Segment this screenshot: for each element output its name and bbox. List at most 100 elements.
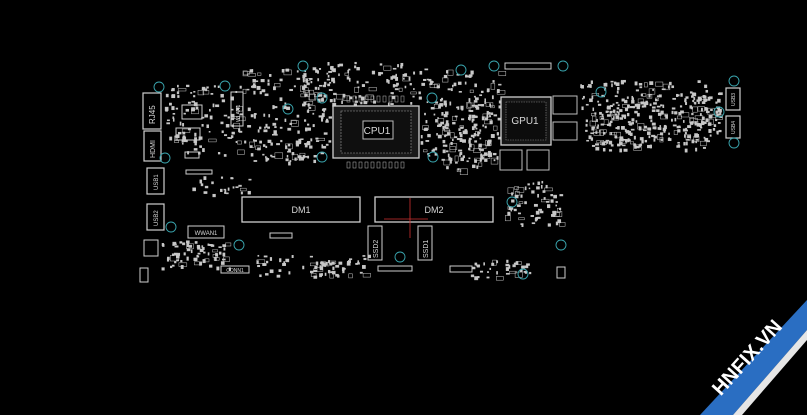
smd-part bbox=[454, 136, 458, 139]
smd-part bbox=[676, 94, 680, 97]
smd-part bbox=[458, 128, 461, 131]
smd-part bbox=[420, 135, 423, 139]
hdmi-connector[interactable]: HDMI bbox=[143, 130, 162, 162]
smd-part bbox=[192, 187, 196, 192]
smd-part bbox=[479, 129, 482, 132]
wlan-slot[interactable]: WLAN1 bbox=[230, 91, 244, 127]
smd-part bbox=[489, 120, 493, 125]
smd-part bbox=[329, 82, 332, 84]
smd-part bbox=[447, 153, 450, 157]
smd-part bbox=[540, 184, 543, 189]
smd-part bbox=[427, 133, 431, 138]
small-connector[interactable] bbox=[139, 267, 149, 283]
smd-part bbox=[469, 144, 475, 151]
smd-part bbox=[348, 68, 351, 71]
smd-part bbox=[478, 143, 482, 148]
smd-part bbox=[169, 102, 172, 106]
smd-part bbox=[652, 126, 657, 130]
smd-part bbox=[327, 83, 331, 87]
smd-part bbox=[354, 86, 359, 93]
smd-part bbox=[176, 259, 180, 262]
smd-part bbox=[659, 125, 662, 128]
smd-part bbox=[685, 102, 688, 105]
smd-part bbox=[544, 187, 553, 192]
smd-part bbox=[211, 181, 214, 185]
smd-part bbox=[470, 134, 474, 137]
smd-part bbox=[249, 145, 253, 148]
smd-part bbox=[348, 77, 351, 82]
smd-part bbox=[486, 90, 490, 93]
smd-part bbox=[470, 70, 474, 75]
wwan-slot[interactable]: WWAN1 bbox=[187, 225, 225, 239]
smd-part bbox=[444, 128, 450, 132]
smd-part bbox=[643, 125, 648, 129]
smd-part bbox=[326, 118, 329, 122]
smd-part bbox=[487, 154, 490, 158]
smd-part bbox=[705, 89, 709, 93]
smd-part bbox=[279, 258, 282, 263]
smd-part bbox=[220, 261, 225, 265]
smd-part bbox=[220, 188, 223, 192]
smd-part bbox=[288, 271, 291, 275]
dimm-slot-2[interactable]: DM2 bbox=[374, 196, 494, 223]
smd-part bbox=[622, 104, 630, 108]
smd-part bbox=[267, 139, 272, 143]
smd-part bbox=[224, 134, 228, 137]
smd-part bbox=[306, 82, 310, 86]
smd-part bbox=[356, 80, 359, 84]
smd-part bbox=[477, 104, 482, 107]
smd-part bbox=[557, 219, 562, 224]
cpu-package[interactable]: CPU1 bbox=[332, 105, 420, 159]
smd-part bbox=[267, 82, 270, 86]
smd-part bbox=[667, 138, 672, 141]
usb-left-1[interactable]: USB1 bbox=[146, 167, 165, 195]
smd-part bbox=[490, 83, 496, 90]
smd-part bbox=[519, 269, 523, 272]
smd-part bbox=[485, 102, 494, 107]
ssd1-slot[interactable]: SSD1 bbox=[417, 225, 433, 261]
smd-part bbox=[664, 114, 667, 117]
mount-hole bbox=[557, 60, 569, 72]
smd-part bbox=[429, 84, 438, 88]
smd-part bbox=[223, 188, 227, 191]
ssd2-slot[interactable]: SSD2 bbox=[367, 225, 383, 261]
smd-part bbox=[693, 97, 696, 101]
smd-part bbox=[170, 265, 173, 269]
dimm-slot-1[interactable]: DM1 bbox=[241, 196, 361, 223]
smd-part bbox=[622, 114, 627, 118]
mount-hole bbox=[555, 239, 567, 251]
smd-part bbox=[321, 108, 324, 111]
audio-jack[interactable] bbox=[143, 239, 159, 257]
usb-right-1[interactable]: USB3 bbox=[725, 87, 741, 111]
smd-part bbox=[313, 275, 318, 279]
smd-part bbox=[305, 78, 309, 83]
smd-part bbox=[691, 139, 695, 144]
smd-part bbox=[310, 262, 318, 267]
smd-part bbox=[410, 102, 413, 105]
smd-part bbox=[254, 80, 259, 82]
mount-hole bbox=[165, 221, 177, 233]
smd-part bbox=[188, 244, 193, 248]
smd-part bbox=[424, 112, 426, 116]
smd-part bbox=[648, 93, 651, 98]
smd-part bbox=[585, 103, 589, 106]
smd-part bbox=[279, 97, 283, 102]
smd-part bbox=[253, 160, 258, 162]
capacitor bbox=[358, 161, 363, 169]
smd-part bbox=[205, 88, 208, 92]
smd-part bbox=[330, 66, 334, 70]
smd-part bbox=[547, 204, 551, 209]
smd-part bbox=[638, 83, 643, 86]
smd-part bbox=[496, 132, 499, 136]
smd-part bbox=[186, 248, 191, 252]
smd-part bbox=[459, 132, 462, 135]
gpu-package[interactable]: GPU1 bbox=[500, 96, 552, 146]
smd-part bbox=[543, 190, 546, 193]
usb-left-2[interactable]: USB2 bbox=[146, 203, 165, 231]
smd-part bbox=[614, 135, 618, 139]
smd-part bbox=[332, 80, 336, 84]
bottom-connector[interactable]: CONN1 bbox=[220, 265, 250, 274]
smd-part bbox=[643, 129, 647, 132]
smd-part bbox=[419, 70, 423, 75]
rj45-connector[interactable]: RJ45 bbox=[142, 92, 162, 130]
